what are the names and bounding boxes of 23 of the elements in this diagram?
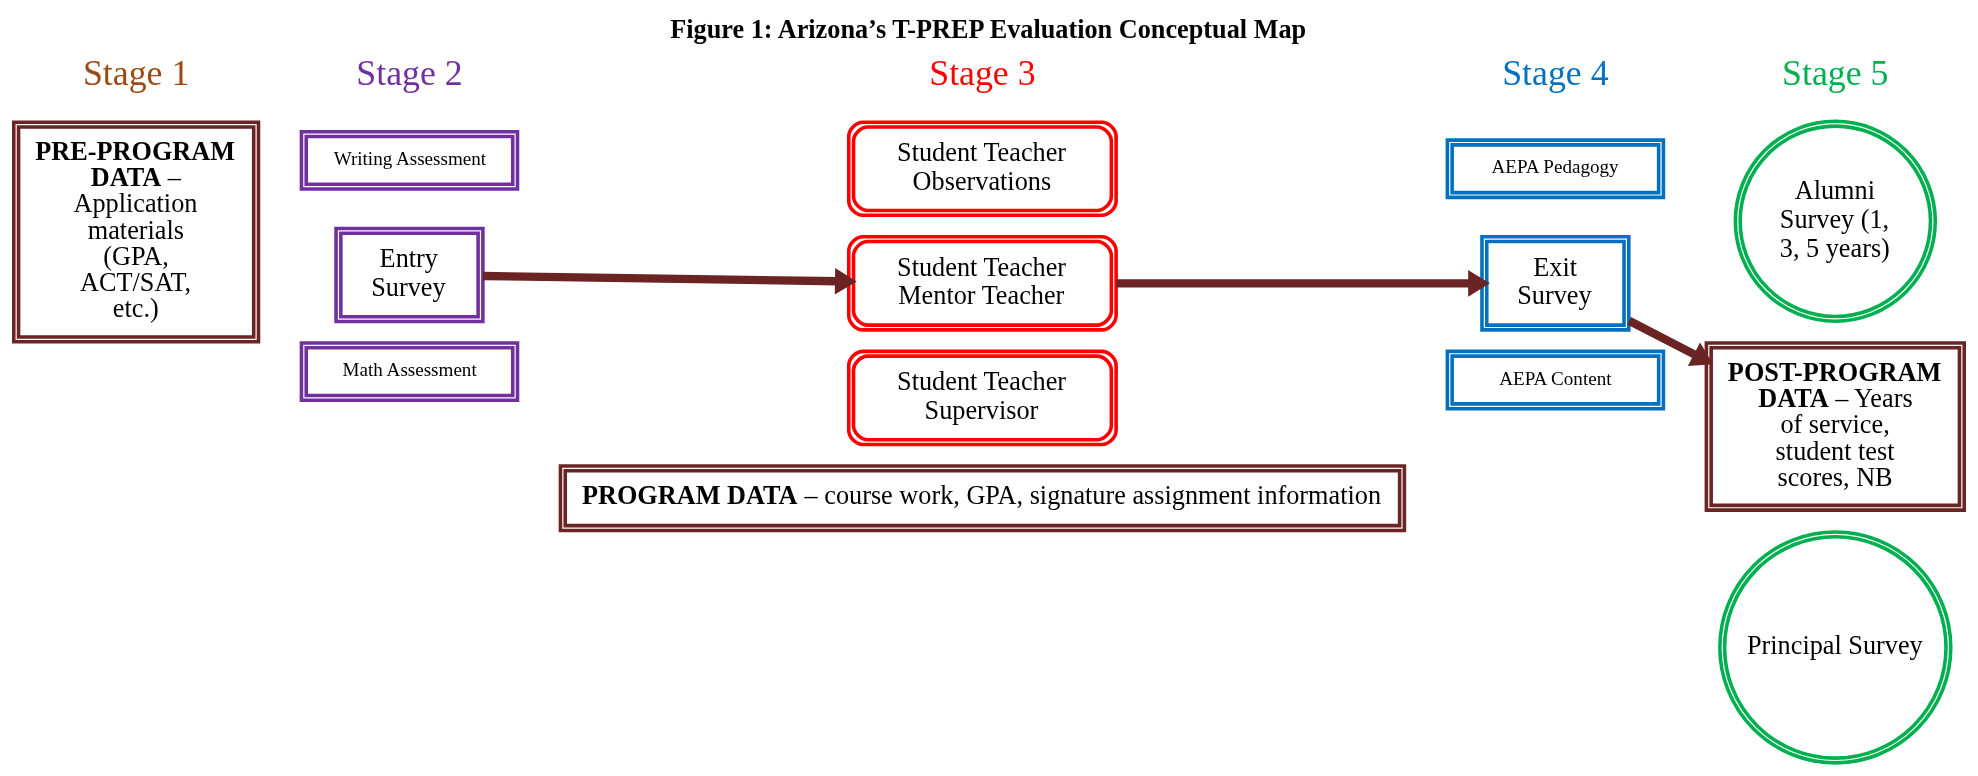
node-box: PRE-PROGRAM DATA – Application materials (GPA, ACT/SAT, etc.) [12,120,261,344]
label: Stage 5 [1782,52,1889,93]
arrow [482,267,857,295]
node-box: AEPA Content [1445,349,1666,411]
node-box: Exit Survey [1480,235,1631,332]
node-box: PROGRAM DATA – course work, GPA, signature assignment information [558,464,1407,533]
node-box: Student Teacher Observations [846,120,1118,218]
arrow [1627,317,1714,367]
node-box: AEPA Pedagogy [1445,138,1666,200]
node-box: Student Teacher Supervisor [846,349,1118,447]
arrow [1116,270,1490,297]
node-box: Student Teacher Mentor Teacher [846,235,1118,332]
diagram-title: Figure 1: Arizona’s T-PREP Evaluation Conceptual Map [670,14,1307,44]
node-box: Writing Assessment [299,129,520,191]
node-box: Math Assessment [299,341,520,403]
label: Stage 1 [82,52,190,93]
node-box: POST-PROGRAM DATA – Years of service, student test scores, NB [1704,341,1966,512]
label: Stage 2 [356,52,463,93]
node-circle: Principal Survey [1718,530,1953,765]
label: Stage 3 [929,52,1036,93]
label: Stage 4 [1502,52,1609,93]
node-circle: Alumni Survey (1, 3, 5 years) [1733,119,1938,323]
node-box: Entry Survey [334,226,485,324]
